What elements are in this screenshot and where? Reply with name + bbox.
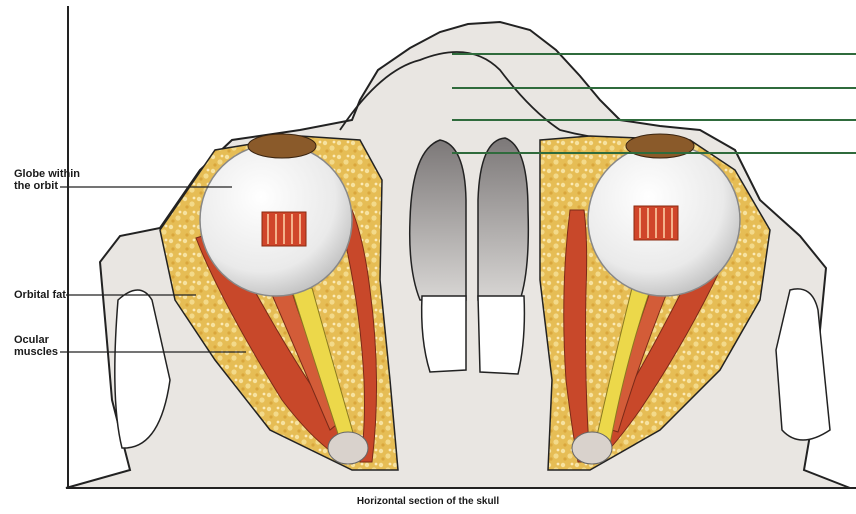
diagram-caption: Horizontal section of the skull [0,496,856,507]
left-nasal-cavity [410,140,466,300]
right-nasal-cavity [478,138,528,300]
label-globe: Globe within the orbit [14,168,80,192]
left-lower-cavity [422,296,466,372]
left-orbit-apex [328,432,368,464]
right-iris [626,134,694,158]
label-ocular-muscles: Ocular muscles [14,334,58,358]
right-orbit-apex [572,432,612,464]
label-orbital-fat: Orbital fat [14,289,66,301]
left-iris [248,134,316,158]
right-lower-cavity [478,296,524,374]
